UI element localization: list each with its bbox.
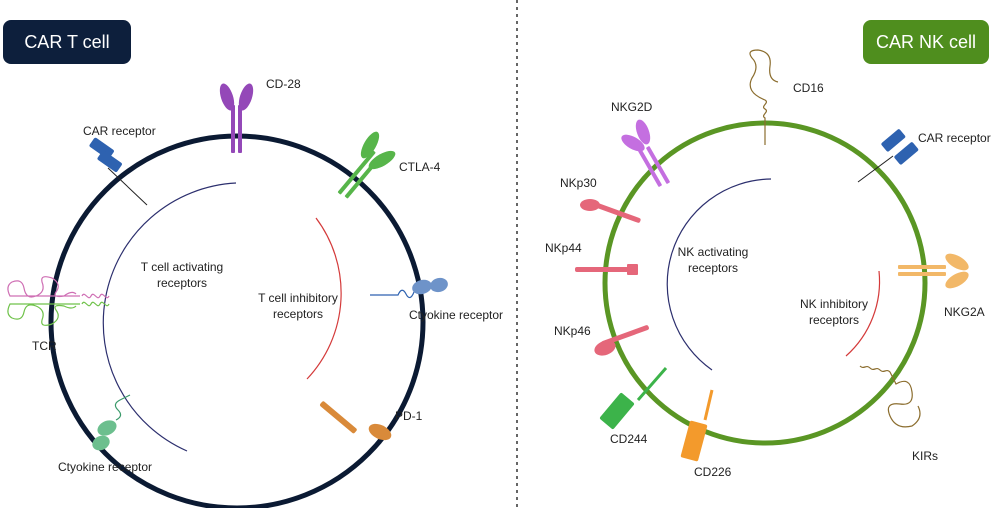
nkp44-label: NKp44 (545, 241, 582, 255)
kirs-receptor (859, 365, 921, 428)
car-t-cell-panel: CAR T cell T cell activating receptors T… (3, 20, 503, 508)
cytokine-receptor-right (370, 277, 448, 299)
nkg2d-label: NKG2D (611, 100, 653, 114)
nk-car-label: CAR receptor (918, 131, 991, 145)
car-t-cell-title-badge (3, 20, 131, 64)
pd1-receptor (320, 401, 392, 441)
cd28-label: CD-28 (266, 77, 301, 91)
cd244-receptor (599, 367, 668, 429)
cd16-receptor (749, 49, 779, 145)
nkp30-label: NKp30 (560, 176, 597, 190)
nk-activating-label-line1: NK activating (678, 245, 749, 259)
cd28-receptor (219, 83, 254, 153)
tcr-label: TCR (32, 339, 57, 353)
nk-activating-label-line2: receptors (688, 261, 738, 275)
t-cell-inhibitory-arc (306, 217, 342, 380)
cd226-receptor (680, 389, 714, 462)
t-cell-membrane (48, 133, 426, 508)
nk-car-receptor (857, 129, 919, 183)
nkp46-label: NKp46 (554, 324, 591, 338)
nk-inhibitory-label-line1: NK inhibitory (800, 297, 868, 311)
t-car-receptor (89, 137, 148, 206)
cd244-label: CD244 (610, 432, 648, 446)
car-nk-cell-title: CAR NK cell (876, 32, 976, 52)
nkg2a-label: NKG2A (944, 305, 985, 319)
ctla4-label: CTLA-4 (399, 160, 441, 174)
tcr-receptor (7, 276, 110, 326)
t-cell-inhibitory-label-line1: T cell inhibitory (258, 291, 338, 305)
t-cell-activating-arc (102, 182, 237, 452)
nk-activating-arc (666, 178, 772, 371)
nkp44-receptor (575, 264, 638, 275)
nk-inhibitory-arc (845, 270, 881, 357)
nkp46-receptor (594, 325, 649, 356)
t-cell-activating-label-line2: receptors (157, 276, 207, 290)
cd16-label: CD16 (793, 81, 824, 95)
ctla4-receptor (337, 131, 396, 199)
cytokine-receptor-bottom (92, 394, 131, 451)
nkg2a-receptor (898, 253, 969, 289)
t-cell-activating-label-line1: T cell activating (141, 260, 223, 274)
car-nk-cell-panel: CAR NK cell NK activating receptors NK i… (545, 20, 991, 479)
cytokine-right-label: Ctyokine receptor (409, 308, 503, 322)
pd1-label: PD-1 (395, 409, 423, 423)
car-t-cell-title: CAR T cell (24, 32, 109, 52)
car-nk-cell-title-badge (863, 20, 989, 64)
cytokine-bottom-label: Ctyokine receptor (58, 460, 152, 474)
nk-inhibitory-label-line2: receptors (809, 313, 859, 327)
t-car-label: CAR receptor (83, 124, 156, 138)
nkg2d-receptor (621, 119, 670, 187)
kirs-label: KIRs (912, 449, 938, 463)
cd226-label: CD226 (694, 465, 732, 479)
nkp30-receptor (580, 199, 641, 223)
t-cell-inhibitory-label-line2: receptors (273, 307, 323, 321)
